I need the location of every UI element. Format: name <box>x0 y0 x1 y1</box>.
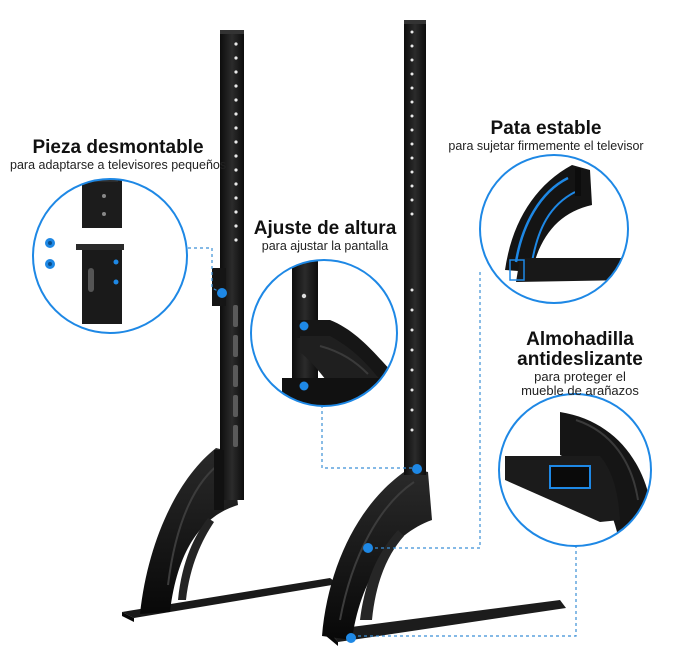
right-base-plate <box>328 600 566 642</box>
right-pad-marker-dot <box>346 633 356 643</box>
right-height-marker-dot <box>412 464 422 474</box>
right-stand <box>322 20 566 646</box>
left-post <box>220 30 244 500</box>
rubber-pad <box>549 465 591 489</box>
right-post <box>404 20 426 475</box>
right-leg-marker-dot <box>363 543 373 553</box>
detachable-title: Pieza desmontable <box>32 137 204 158</box>
detachable-subtitle: para adaptarse a televisores pequeños <box>10 158 227 172</box>
stable-label: Pata estable para sujetar firmemente el … <box>432 118 660 154</box>
height-subtitle: para ajustar la pantalla <box>261 239 389 253</box>
pad-title-line2: antideslizante <box>517 349 643 370</box>
stable-title: Pata estable <box>490 118 602 139</box>
stable-leg-callout <box>479 154 629 304</box>
detachable-label: Pieza desmontable para adaptarse a telev… <box>10 137 227 173</box>
right-curved-leg <box>322 468 432 640</box>
left-base-plate <box>122 578 338 618</box>
leader-lines <box>176 247 577 637</box>
screw-icon <box>45 238 55 269</box>
height-title: Ajuste de altura <box>253 218 397 239</box>
height-adjust-callout <box>250 259 398 407</box>
pad-subtitle-line1: para proteger el <box>534 369 626 384</box>
stable-subtitle: para sujetar firmemente el televisor <box>448 139 644 153</box>
left-curved-leg <box>140 448 238 614</box>
detachable-part-callout <box>32 178 188 334</box>
left-stand <box>122 30 338 622</box>
pad-title-line1: Almohadilla <box>526 329 634 350</box>
pad-subtitle-line2: mueble de arañazos <box>521 383 639 398</box>
pad-label: Almohadilla antideslizante para proteger… <box>505 330 655 398</box>
left-marker-dot <box>217 288 227 298</box>
anti-slip-pad-callout <box>498 393 652 547</box>
height-label: Ajuste de altura para ajustar la pantall… <box>240 218 410 254</box>
